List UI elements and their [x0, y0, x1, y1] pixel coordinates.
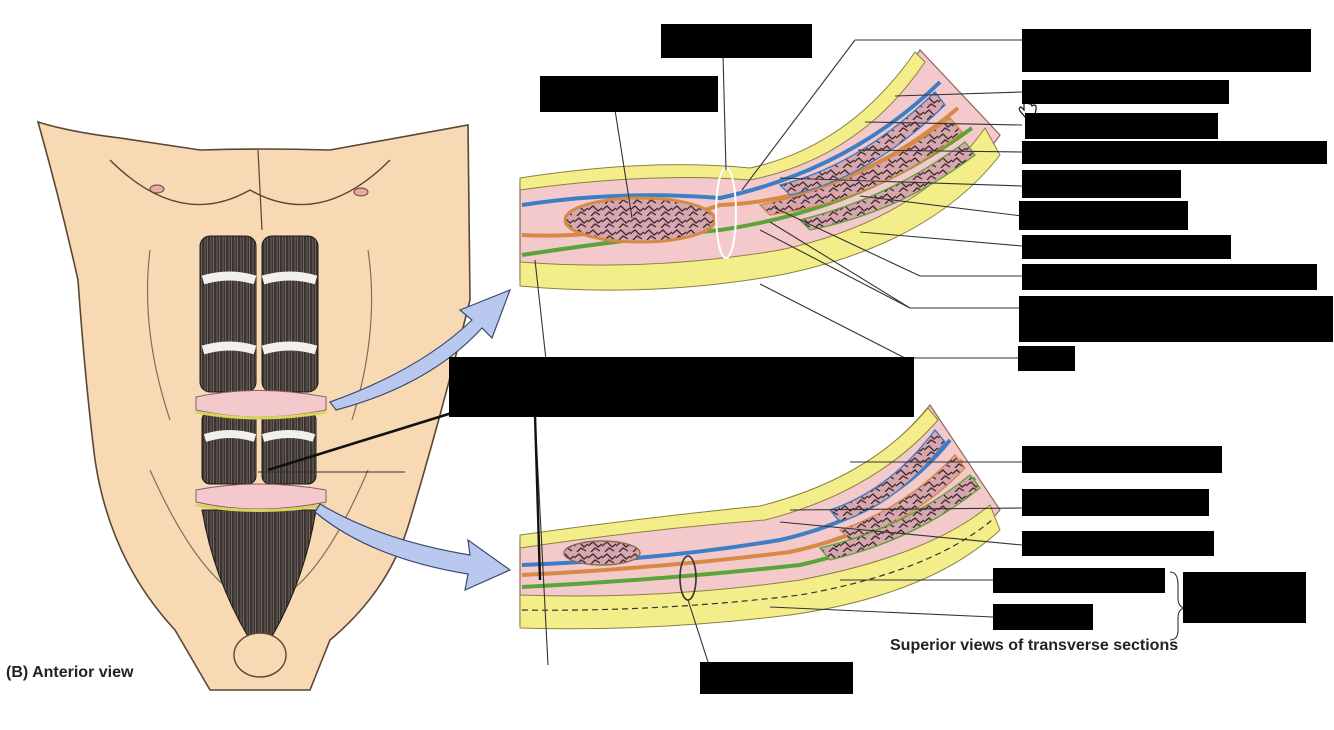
label-mask-18	[1183, 572, 1306, 623]
label-mask-13	[449, 357, 914, 417]
transverse-sections-caption: Superior views of transverse sections	[890, 637, 1179, 654]
upper-rectus-muscle	[563, 196, 717, 244]
arrow-to-lower-section	[314, 503, 512, 592]
label-mask-5	[1025, 113, 1218, 139]
upper-transverse-section	[519, 49, 1001, 291]
lower-anterior-fascia	[519, 407, 939, 549]
label-mask-8	[1019, 201, 1188, 230]
tendinous-intersection-1	[201, 271, 318, 285]
label-mask-20	[700, 662, 853, 694]
lower-transverse-section	[519, 403, 1001, 630]
torso-figure	[36, 120, 471, 691]
left-flank-line	[146, 249, 171, 421]
label-mask-2	[540, 76, 718, 112]
label-mask-12	[1018, 346, 1075, 371]
lower-section-fascia	[195, 503, 327, 512]
upper-transversus	[798, 141, 976, 231]
lower-rectus-muscle	[563, 540, 641, 566]
label-mask-16	[1022, 531, 1214, 556]
right-nipple	[353, 187, 369, 197]
left-leader-to-box	[267, 410, 456, 472]
label-mask-15	[1022, 489, 1209, 516]
left-nipple	[149, 184, 165, 194]
rectus-right-lower	[261, 411, 317, 485]
label-mask-19	[993, 604, 1093, 630]
upper-anterior-fascia	[519, 51, 926, 191]
label-mask-9	[1022, 235, 1231, 259]
tendinous-intersection-2	[201, 341, 318, 355]
lower-posterior-fascia	[519, 504, 1001, 630]
arrow-to-upper-section	[329, 288, 512, 411]
vertical-leader	[533, 414, 542, 581]
label-mask-6	[1022, 141, 1327, 164]
tendinous-intersection-3	[203, 430, 316, 442]
label-mask-3	[1022, 29, 1311, 72]
scrotum-outline	[233, 632, 287, 678]
sternum-line	[257, 149, 263, 231]
rectus-left-lower	[201, 411, 257, 485]
lower-dashed-line	[521, 519, 993, 611]
upper-posterior-fascia	[519, 127, 1001, 291]
upper-blue-layer	[521, 80, 942, 207]
upper-section-fascia	[195, 410, 327, 420]
upper-external-oblique	[778, 90, 946, 196]
upper-internal-oblique	[758, 117, 963, 216]
rectus-left-upper	[199, 235, 257, 393]
rectus-right-upper	[261, 235, 319, 393]
label-mask-10	[1022, 264, 1317, 290]
inguinal-line	[149, 469, 369, 591]
anterior-view-caption: (B) Anterior view	[6, 664, 134, 681]
label-mask-11	[1019, 296, 1333, 342]
lower-section-band	[195, 483, 327, 510]
label-mask-14	[1022, 446, 1222, 473]
label-mask-1	[661, 24, 812, 58]
label-mask-7	[1022, 170, 1181, 198]
label-mask-17	[993, 568, 1165, 593]
upper-section-band	[195, 390, 327, 418]
label-mask-4	[1022, 80, 1229, 104]
